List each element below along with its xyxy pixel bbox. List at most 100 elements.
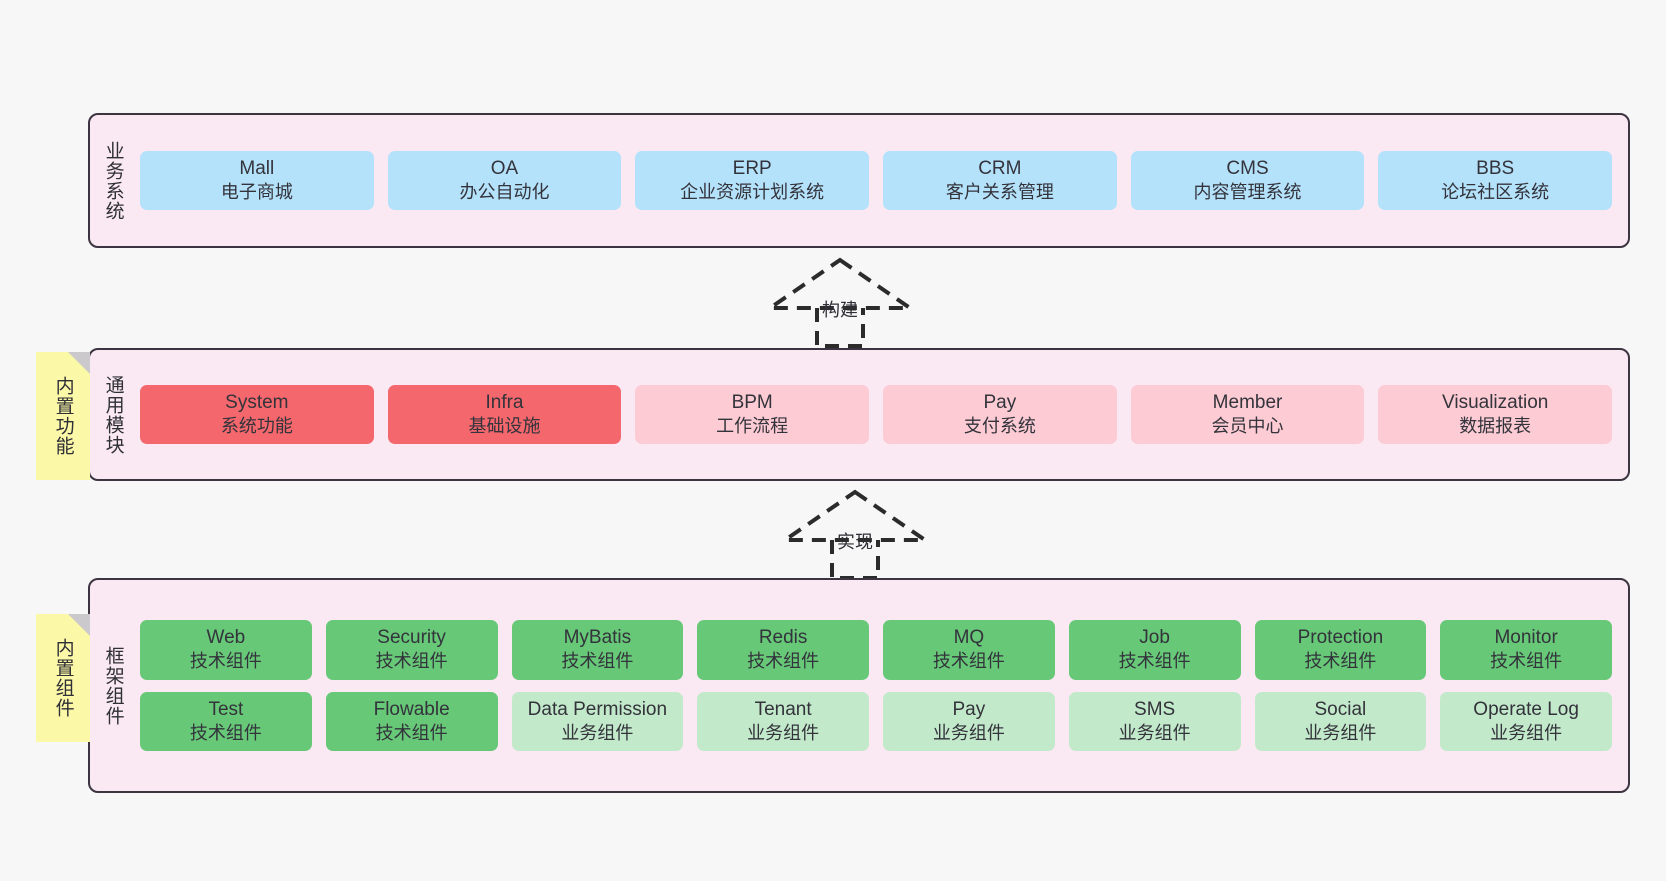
card-subtitle: 支付系统 — [963, 416, 1036, 437]
card-infra[interactable]: Infra 基础设施 — [387, 384, 622, 445]
card-subtitle: 技术组件 — [375, 651, 448, 672]
card-title: Job — [1139, 627, 1170, 649]
card-title: Visualization — [1442, 391, 1549, 413]
card-title: BPM — [731, 391, 773, 413]
layer-title-common: 通用模块 — [102, 374, 124, 455]
card-title: Redis — [758, 627, 808, 649]
connector-build: 构建 — [760, 256, 920, 348]
layer-body-common: System 系统功能 Infra 基础设施 BPM 工作流程 Pay 支付系统… — [136, 350, 1628, 479]
card-visualization[interactable]: Visualization 数据报表 — [1378, 384, 1613, 445]
card-title: Flowable — [373, 698, 450, 720]
card-title: CRM — [978, 157, 1022, 179]
card-subtitle: 技术组件 — [1490, 651, 1563, 672]
card-bbs[interactable]: BBS 论坛社区系统 — [1378, 150, 1613, 211]
card-web[interactable]: Web 技术组件 — [140, 620, 312, 680]
card-title: Pay — [952, 698, 986, 720]
layer-common-module: 通用模块 System 系统功能 Infra 基础设施 BPM 工作流程 Pay… — [88, 348, 1630, 481]
card-tenant[interactable]: Tenant 业务组件 — [697, 691, 869, 751]
card-mybatis[interactable]: MyBatis 技术组件 — [511, 620, 684, 680]
card-title: Operate Log — [1473, 698, 1579, 720]
card-subtitle: 电子商城 — [220, 182, 293, 203]
card-subtitle: 业务组件 — [1490, 722, 1563, 743]
sticky-note-label: 内置功能 — [52, 376, 74, 456]
sticky-note-builtin-function: 内置功能 — [36, 352, 90, 480]
card-subtitle: 业务组件 — [1304, 722, 1377, 743]
note-fold-corner-icon — [68, 614, 90, 636]
card-title: ERP — [732, 157, 772, 179]
card-title: Tenant — [754, 698, 812, 720]
card-data-permission[interactable]: Data Permission 业务组件 — [511, 691, 684, 751]
card-subtitle: 工作流程 — [716, 416, 789, 437]
card-subtitle: 办公自动化 — [459, 182, 550, 203]
card-monitor[interactable]: Monitor 技术组件 — [1440, 620, 1612, 680]
card-subtitle: 内容管理系统 — [1193, 182, 1302, 203]
card-subtitle: 技术组件 — [1304, 651, 1377, 672]
card-protection[interactable]: Protection 技术组件 — [1254, 620, 1427, 680]
card-flowable[interactable]: Flowable 技术组件 — [325, 691, 498, 751]
card-subtitle: 论坛社区系统 — [1441, 182, 1550, 203]
card-sms[interactable]: SMS 业务组件 — [1068, 691, 1241, 751]
card-redis[interactable]: Redis 技术组件 — [697, 620, 869, 680]
connector-implement: 实现 — [775, 488, 935, 580]
card-subtitle: 客户关系管理 — [945, 182, 1054, 203]
connector-implement-label: 实现 — [837, 532, 873, 552]
card-subtitle: 会员中心 — [1211, 416, 1284, 437]
card-subtitle: 业务组件 — [1118, 722, 1191, 743]
card-bpm[interactable]: BPM 工作流程 — [635, 384, 870, 445]
card-subtitle: 技术组件 — [189, 651, 262, 672]
layer-title-business: 业务系统 — [102, 140, 124, 221]
card-cms[interactable]: CMS 内容管理系统 — [1130, 150, 1365, 211]
card-subtitle: 业务组件 — [747, 722, 820, 743]
card-title: MyBatis — [563, 627, 632, 649]
framework-row-2: Test 技术组件 Flowable 技术组件 Data Permission … — [140, 691, 1612, 751]
card-title: Infra — [485, 391, 524, 413]
card-title: Member — [1212, 391, 1283, 413]
card-operate-log[interactable]: Operate Log 业务组件 — [1440, 691, 1612, 751]
card-member[interactable]: Member 会员中心 — [1130, 384, 1365, 445]
layer-framework-component: 框架组件 Web 技术组件 Security 技术组件 MyBatis 技术组件… — [88, 578, 1630, 793]
card-pay-biz[interactable]: Pay 业务组件 — [883, 691, 1055, 751]
card-title: Test — [208, 698, 244, 720]
card-crm[interactable]: CRM 客户关系管理 — [883, 150, 1117, 211]
card-subtitle: 数据报表 — [1459, 416, 1532, 437]
card-security[interactable]: Security 技术组件 — [325, 620, 498, 680]
card-subtitle: 业务组件 — [561, 722, 634, 743]
connector-build-label: 构建 — [822, 300, 858, 320]
layer-business-system: 业务系统 Mall 电子商城 OA 办公自动化 ERP 企业资源计划系统 CRM… — [88, 113, 1630, 248]
card-title: Mall — [239, 157, 275, 179]
card-system[interactable]: System 系统功能 — [140, 384, 374, 445]
layer-body-framework: Web 技术组件 Security 技术组件 MyBatis 技术组件 Redi… — [136, 580, 1628, 791]
card-title: System — [225, 391, 289, 413]
card-social[interactable]: Social 业务组件 — [1254, 691, 1427, 751]
card-pay[interactable]: Pay 支付系统 — [883, 384, 1117, 445]
sticky-note-label: 内置组件 — [52, 638, 74, 718]
card-title: Data Permission — [527, 698, 668, 720]
card-subtitle: 业务组件 — [932, 722, 1005, 743]
card-mq[interactable]: MQ 技术组件 — [883, 620, 1055, 680]
card-subtitle: 技术组件 — [189, 722, 262, 743]
card-title: Social — [1314, 698, 1367, 720]
card-subtitle: 技术组件 — [932, 651, 1005, 672]
card-mall[interactable]: Mall 电子商城 — [140, 150, 374, 211]
card-title: Pay — [983, 391, 1017, 413]
card-subtitle: 企业资源计划系统 — [680, 182, 825, 203]
card-subtitle: 基础设施 — [468, 416, 541, 437]
card-subtitle: 技术组件 — [747, 651, 820, 672]
card-title: BBS — [1476, 157, 1515, 179]
card-oa[interactable]: OA 办公自动化 — [387, 150, 622, 211]
card-title: OA — [490, 157, 519, 179]
card-test[interactable]: Test 技术组件 — [140, 691, 312, 751]
card-title: Protection — [1297, 627, 1384, 649]
framework-row-1: Web 技术组件 Security 技术组件 MyBatis 技术组件 Redi… — [140, 620, 1612, 680]
card-title: Security — [377, 627, 446, 649]
card-subtitle: 技术组件 — [1118, 651, 1191, 672]
generalization-arrow-icon — [763, 257, 917, 348]
sticky-note-builtin-component: 内置组件 — [36, 614, 90, 742]
card-subtitle: 技术组件 — [561, 651, 634, 672]
card-erp[interactable]: ERP 企业资源计划系统 — [635, 150, 870, 211]
card-title: Web — [206, 627, 246, 649]
note-fold-corner-icon — [68, 352, 90, 374]
card-job[interactable]: Job 技术组件 — [1068, 620, 1241, 680]
card-title: MQ — [953, 627, 985, 649]
layer-title-framework: 框架组件 — [102, 645, 124, 726]
